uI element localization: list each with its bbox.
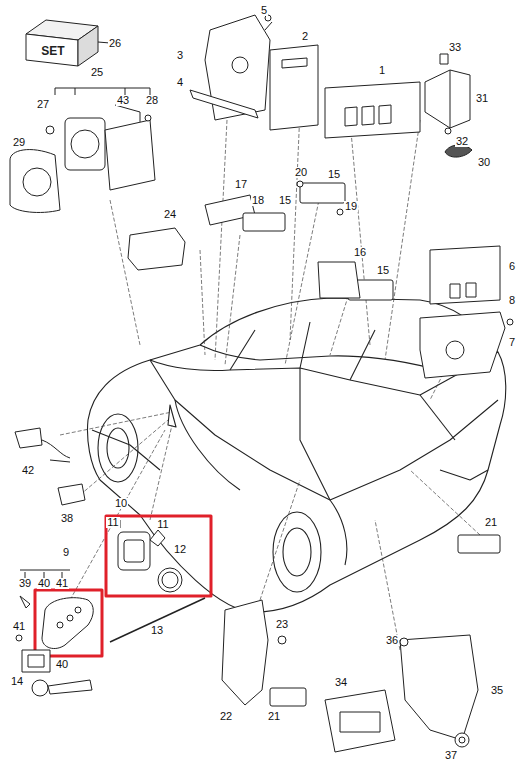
callout-number: 3 bbox=[176, 50, 184, 61]
callout-number: 20 bbox=[294, 167, 308, 178]
callout-number: 13 bbox=[150, 625, 164, 636]
callout-number: 11 bbox=[156, 519, 169, 530]
set-text: SET bbox=[41, 44, 64, 58]
callout-number: 4 bbox=[176, 77, 184, 88]
callout-number: 12 bbox=[173, 544, 187, 555]
callout-number: 8 bbox=[508, 295, 516, 306]
callout-number: 28 bbox=[145, 95, 159, 106]
leader-lines bbox=[60, 60, 480, 650]
callout-number: 16 bbox=[353, 247, 367, 258]
callout-number: 6 bbox=[508, 261, 516, 272]
callout-number: 41 bbox=[55, 578, 69, 589]
callout-number: 17 bbox=[234, 179, 248, 190]
callout-number: 7 bbox=[508, 337, 516, 348]
callout-number: 33 bbox=[448, 42, 462, 53]
callout-number: 25 bbox=[90, 67, 104, 78]
callout-number: 14 bbox=[10, 676, 24, 687]
callout-number: 22 bbox=[219, 711, 233, 722]
callout-number: 37 bbox=[444, 750, 458, 761]
callout-number: 23 bbox=[275, 619, 289, 630]
callout-number: 41 bbox=[12, 621, 26, 632]
highlight-box bbox=[35, 590, 102, 656]
set-box: SET bbox=[28, 40, 78, 62]
callout-number: 34 bbox=[334, 677, 348, 688]
callout-number: 21 bbox=[267, 711, 281, 722]
callout-number: 32 bbox=[455, 136, 469, 147]
callout-number: 38 bbox=[60, 513, 74, 524]
callout-number: 31 bbox=[475, 93, 489, 104]
callout-number: 10 bbox=[114, 498, 128, 509]
callout-number: 11 bbox=[106, 517, 119, 528]
callout-number: 40 bbox=[37, 578, 51, 589]
callout-number: 30 bbox=[477, 157, 491, 168]
callout-number: 27 bbox=[36, 99, 50, 110]
callout-number: 5 bbox=[260, 5, 268, 16]
callout-number: 36 bbox=[385, 635, 399, 646]
car-outline bbox=[88, 298, 506, 612]
callout-number: 42 bbox=[21, 465, 35, 476]
callout-number: 39 bbox=[18, 578, 32, 589]
callout-number: 15 bbox=[376, 265, 390, 276]
callout-number: 29 bbox=[12, 137, 26, 148]
callout-number: 18 bbox=[251, 195, 265, 206]
callout-number: 9 bbox=[62, 547, 70, 558]
callout-number: 43 bbox=[116, 95, 130, 106]
callout-number: 19 bbox=[344, 201, 358, 212]
callout-number: 35 bbox=[490, 685, 504, 696]
callout-number: 40 bbox=[55, 659, 69, 670]
callout-number: 2 bbox=[301, 31, 309, 42]
callout-number: 1 bbox=[378, 65, 386, 76]
callout-number: 15 bbox=[327, 169, 341, 180]
callout-number: 21 bbox=[484, 517, 498, 528]
callout-number: 26 bbox=[108, 38, 122, 49]
callout-number: 24 bbox=[163, 209, 177, 220]
callout-number: 15 bbox=[278, 195, 292, 206]
set-cube bbox=[26, 20, 98, 66]
highlight-box bbox=[106, 516, 211, 596]
